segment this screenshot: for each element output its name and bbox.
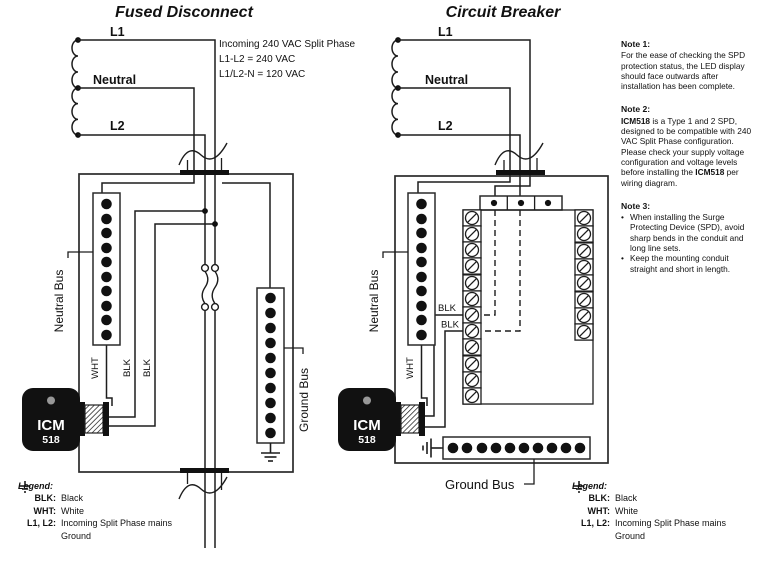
- right-mounting-conduit: [395, 402, 425, 436]
- legend-row-ground: Ground: [18, 481, 233, 542]
- right-icm-model-label: 518: [358, 434, 376, 446]
- left-ground-symbol: [260, 442, 281, 462]
- notes-column: Note 1: For the ease of checking the SPD…: [621, 39, 753, 287]
- legend-row-mains: L1, L2:Incoming Split Phase mains: [26, 518, 173, 529]
- right-blk1-label: BLK: [438, 303, 457, 314]
- legend-heading: Legend:: [18, 481, 53, 491]
- left-neutral-bus: Neutral Bus: [52, 192, 121, 346]
- left-feeder-wires: L1 Neutral L2: [78, 25, 271, 548]
- left-bottom-conduit: [178, 468, 229, 500]
- note-1-body: For the ease of checking the SPD protect…: [621, 50, 746, 92]
- incoming-power-text: Incoming 240 VAC Split Phase L1-L2 = 240…: [219, 39, 355, 80]
- right-feeder-wires: L1 Neutral L2: [398, 25, 531, 196]
- right-panel-enclosure: [394, 175, 609, 464]
- left-ground-bus-label: Ground Bus: [297, 368, 311, 432]
- left-blk1-label: BLK: [122, 358, 133, 377]
- note-1: Note 1: For the ease of checking the SPD…: [621, 39, 753, 91]
- right-top-conduit: [494, 142, 545, 175]
- breaker-module: [462, 209, 594, 405]
- left-fuses: [200, 263, 220, 312]
- bullet-icon: •: [621, 253, 624, 264]
- note-2-title: Note 2:: [621, 104, 651, 115]
- ground-icon: [573, 481, 585, 493]
- left-terminal-column: [462, 209, 482, 405]
- right-ground-symbol: [422, 437, 442, 459]
- left-icm-model-label: 518: [42, 434, 60, 446]
- right-legend: Legend: BLK:Black WHT:White L1, L2:Incom…: [572, 480, 768, 542]
- incoming-line1: Incoming 240 VAC Split Phase: [219, 39, 355, 50]
- right-led-indicator-icon: [363, 396, 371, 405]
- note-3: Note 3: •When installing the Surge Prote…: [621, 201, 753, 274]
- note-2-body: ICM518 is a Type 1 and 2 SPD, designed t…: [621, 115, 752, 188]
- note-3-bullet-2: •Keep the mounting conduit straight and …: [621, 253, 731, 274]
- legend-row-ground: Ground: [572, 481, 768, 542]
- right-neutral-bus-label: Neutral Bus: [367, 270, 381, 333]
- note-1-title: Note 1:: [621, 39, 651, 49]
- left-spd-branch-wires: WHT BLK BLK: [90, 208, 218, 427]
- legend-row-blk: BLK:Black: [588, 493, 638, 504]
- right-ground-bus-label: Ground Bus: [445, 477, 515, 492]
- legend-row-wht: WHT:White: [33, 505, 85, 516]
- note-3-bullet-1: •When installing the Surge Protecting De…: [621, 212, 745, 254]
- right-spd-branch-wires: WHT BLK BLK: [405, 303, 463, 428]
- legend-row-mains: L1, L2:Incoming Split Phase mains: [580, 518, 727, 529]
- left-ground-bus: Ground Bus: [256, 287, 311, 462]
- right-icm518-device: ICM 518: [338, 388, 425, 451]
- left-icm-label: ICM: [37, 417, 65, 434]
- left-legend: Legend: BLK:Black WHT:White L1, L2:Incom…: [18, 480, 233, 542]
- left-l1-label: L1: [110, 25, 125, 39]
- note-3-title: Note 3:: [621, 200, 651, 211]
- legend-heading: Legend:: [572, 481, 607, 491]
- left-diagram-title: Fused Disconnect: [115, 4, 253, 21]
- ground-icon: [19, 481, 31, 493]
- right-l2-label: L2: [438, 119, 453, 133]
- left-neutral-bus-label: Neutral Bus: [52, 270, 66, 333]
- left-wht-label: WHT: [90, 357, 101, 379]
- incoming-line2: L1-L2 = 240 VAC: [219, 54, 295, 65]
- circuit-breaker-diagram: Circuit Breaker L1 Neutral L2: [338, 4, 609, 492]
- right-l1-label: L1: [438, 25, 453, 39]
- left-l2-label: L2: [110, 119, 125, 133]
- left-top-conduit: [178, 142, 229, 175]
- left-mounting-conduit: [79, 402, 109, 436]
- legend-row-blk: BLK:Black: [34, 493, 84, 504]
- breaker-main-lug-row: [479, 195, 563, 211]
- left-led-indicator-icon: [47, 396, 55, 405]
- right-icm-label: ICM: [353, 417, 381, 434]
- fused-disconnect-diagram: Fused Disconnect Incoming 240 VAC Split …: [22, 4, 355, 548]
- incoming-line3: L1/L2-N = 120 VAC: [219, 69, 305, 80]
- internal-dashed-wires: [481, 210, 521, 332]
- left-neutral-label: Neutral: [93, 73, 136, 87]
- right-wht-label: WHT: [405, 357, 416, 379]
- left-blk2-label: BLK: [142, 358, 153, 377]
- bullet-icon: •: [621, 212, 624, 223]
- note-2: Note 2: ICM518 is a Type 1 and 2 SPD, de…: [621, 104, 753, 187]
- right-blk2-label: BLK: [441, 320, 460, 331]
- right-neutral-label: Neutral: [425, 73, 468, 87]
- right-ground-bus: Ground Bus: [422, 436, 591, 492]
- right-neutral-bus: Neutral Bus: [367, 192, 436, 346]
- left-icm518-device: ICM 518: [22, 388, 109, 451]
- right-terminal-column: [574, 209, 594, 341]
- right-diagram-title: Circuit Breaker: [446, 4, 561, 21]
- legend-row-wht: WHT:White: [587, 505, 639, 516]
